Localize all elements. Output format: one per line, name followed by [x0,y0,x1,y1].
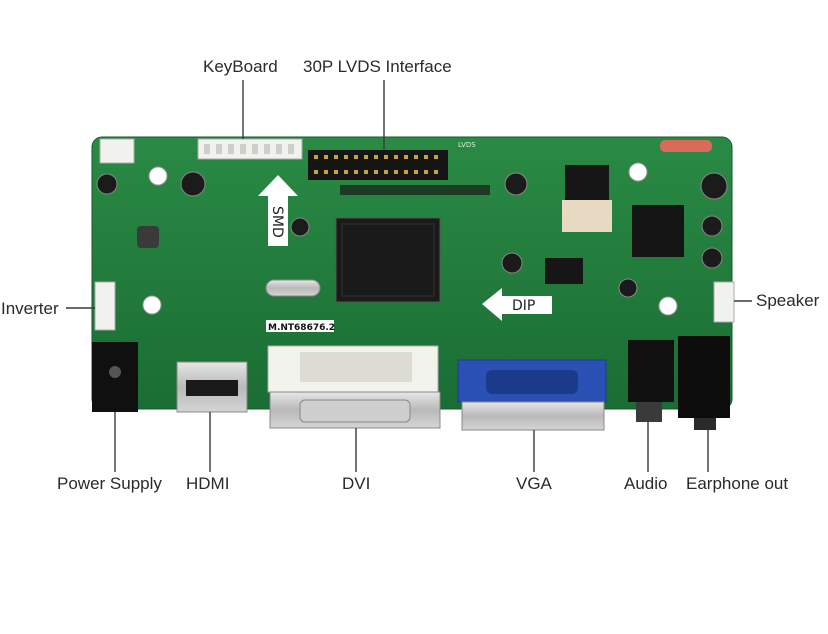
lvds-header [308,150,448,180]
inverter-connector [94,281,116,331]
lvds-silkscreen: LVDS [458,141,476,149]
label-dvi: DVI [342,474,371,493]
board-model: M.NT68676.2 [268,323,335,333]
earphone-jack [678,336,730,418]
label-speaker: Speaker [756,291,820,310]
label-vga: VGA [516,474,552,493]
keyboard-connector [197,138,303,160]
label-earphone-out: Earphone out [686,474,789,493]
resistor [660,140,712,152]
label-lvds-interface: 30P LVDS Interface [303,57,452,76]
ir-connector [99,138,135,164]
capacitors [96,171,728,298]
smd-label: SMD [269,206,285,238]
label-inverter: Inverter [1,299,59,318]
speaker-connector [713,281,735,323]
leader-lines [66,80,752,472]
label-audio: Audio [624,474,668,493]
dip-label: DIP [512,298,535,314]
label-hdmi: HDMI [186,474,230,493]
label-power-supply: Power Supply [57,474,162,493]
label-keyboard: KeyBoard [203,57,278,76]
audio-jack [628,340,674,402]
dip-arrow [482,288,552,321]
smd-arrow [258,175,298,246]
main-ic [335,217,441,303]
regulator [565,165,609,203]
audio-amplifier-ic [632,205,684,257]
